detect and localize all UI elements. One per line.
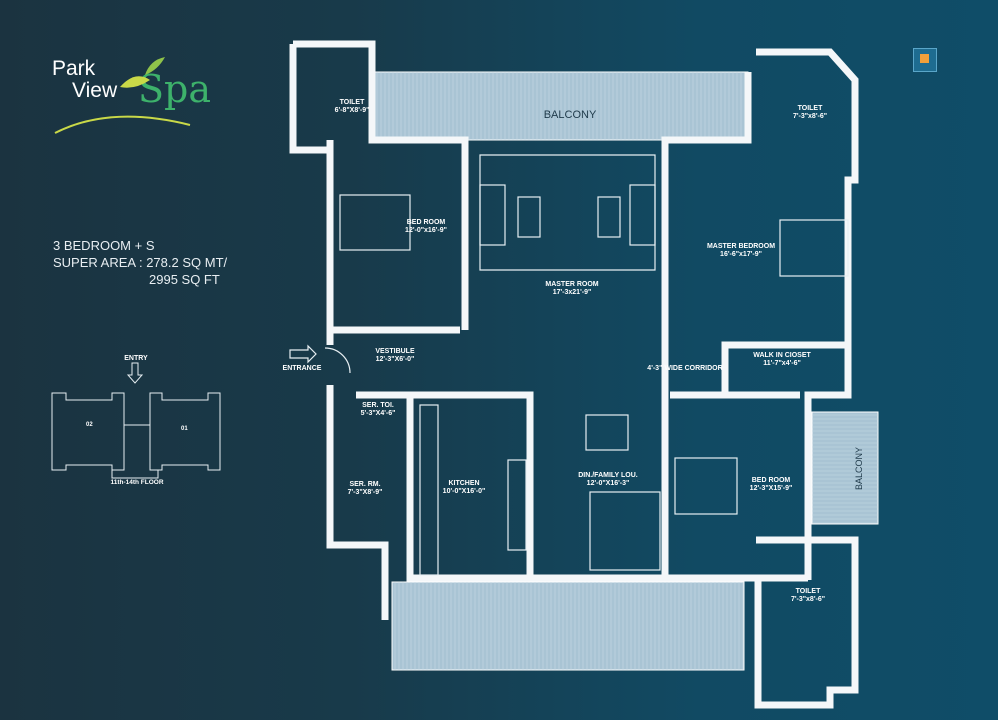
kitchen-counter	[419, 404, 439, 576]
vestibule-name: VESTIBULE	[375, 348, 415, 355]
toilet-tr-name: TOILET	[798, 105, 823, 112]
entrance-door	[324, 347, 351, 374]
walk-in-size: 11'-7"x4'-6"	[763, 360, 801, 367]
balcony-right-name: BALCONY	[854, 447, 864, 490]
unit-info: 3 BEDROOM + S SUPER AREA : 278.2 SQ MT/ …	[53, 237, 227, 288]
entrance-arrow-icon	[289, 344, 317, 364]
walls	[289, 40, 859, 709]
sofa-master-room	[479, 184, 506, 246]
dining-table	[585, 414, 629, 451]
toilet-tl-name: TOILET	[340, 99, 365, 106]
bed-bedroom2	[674, 457, 738, 515]
vestibule-size: 12'-3"X6'-0"	[376, 356, 415, 363]
floor-label: 11th-14th FLOOR	[110, 479, 163, 486]
bed-master-bedroom	[779, 219, 849, 277]
leaf-swoosh-icon	[54, 57, 191, 134]
park-view-spa-logo: Park View Spa	[50, 55, 212, 135]
bedroom2-name: BED ROOM	[752, 477, 791, 484]
master-bedroom-name: MASTER BEDROOM	[707, 243, 775, 250]
sofa-family	[589, 491, 661, 571]
entry-arrow-icon	[126, 362, 144, 384]
unit-02-label: 02	[86, 422, 93, 428]
master-bedroom-size: 16'-6"x17'-9"	[720, 251, 762, 258]
toilet-br-size: 7'-3"x8'-6"	[791, 596, 825, 603]
master-room-size: 17'-3x21'-9"	[553, 289, 592, 296]
kitchen-name: KITCHEN	[448, 480, 479, 487]
toilet-br-name: TOILET	[796, 588, 821, 595]
ser-toi-size: 5'-3"X4'-6"	[361, 410, 396, 417]
unit-01-label: 01	[181, 426, 188, 432]
toilet-tl-size: 6'-8"X8'-9"	[335, 107, 370, 114]
walk-in-name: WALK IN CIOSET	[753, 352, 811, 359]
balcony-top-name: BALCONY	[544, 109, 597, 121]
super-area: SUPER AREA : 278.2 SQ MT/	[53, 255, 228, 270]
balcony-right	[811, 411, 879, 525]
balcony-bottom	[391, 581, 745, 671]
bedroom1-name: BED ROOM	[407, 219, 446, 226]
corridor-label: 4'-3" WIDE CORRIDOR	[647, 365, 722, 372]
logo-spa: Spa	[138, 67, 212, 111]
brand-badge-icon	[913, 48, 937, 72]
unit-type: 3 BEDROOM + S	[53, 238, 155, 253]
balcony-hatching	[376, 72, 878, 670]
bedroom2-size: 12'-3"X15'-9"	[750, 485, 793, 492]
kitchen-size: 10'-0"X16'-0"	[443, 488, 486, 495]
toilet-tr-size: 7'-3"x8'-6"	[793, 113, 827, 120]
key-plan	[51, 362, 221, 479]
logo-view: View	[72, 79, 118, 102]
ser-toi-name: SER. TOI.	[362, 402, 394, 409]
dining-name: DIN./FAMILY LOU.	[578, 472, 638, 479]
furniture	[289, 154, 849, 576]
master-room-name: MASTER ROOM	[545, 281, 598, 288]
bedroom1-size: 12'-0"x16'-9"	[405, 227, 447, 234]
ser-rm-size: 7'-3"X8'-9"	[348, 489, 383, 496]
entry-label: ENTRY	[124, 355, 148, 362]
entrance-label: ENTRANCE	[283, 365, 322, 372]
super-area-ft: 2995 SQ FT	[149, 272, 220, 287]
dining-size: 12'-0"X16'-3"	[587, 480, 630, 487]
bed-bedroom1	[339, 194, 411, 251]
ser-rm-name: SER. RM.	[349, 481, 380, 488]
logo-park: Park	[52, 57, 96, 80]
